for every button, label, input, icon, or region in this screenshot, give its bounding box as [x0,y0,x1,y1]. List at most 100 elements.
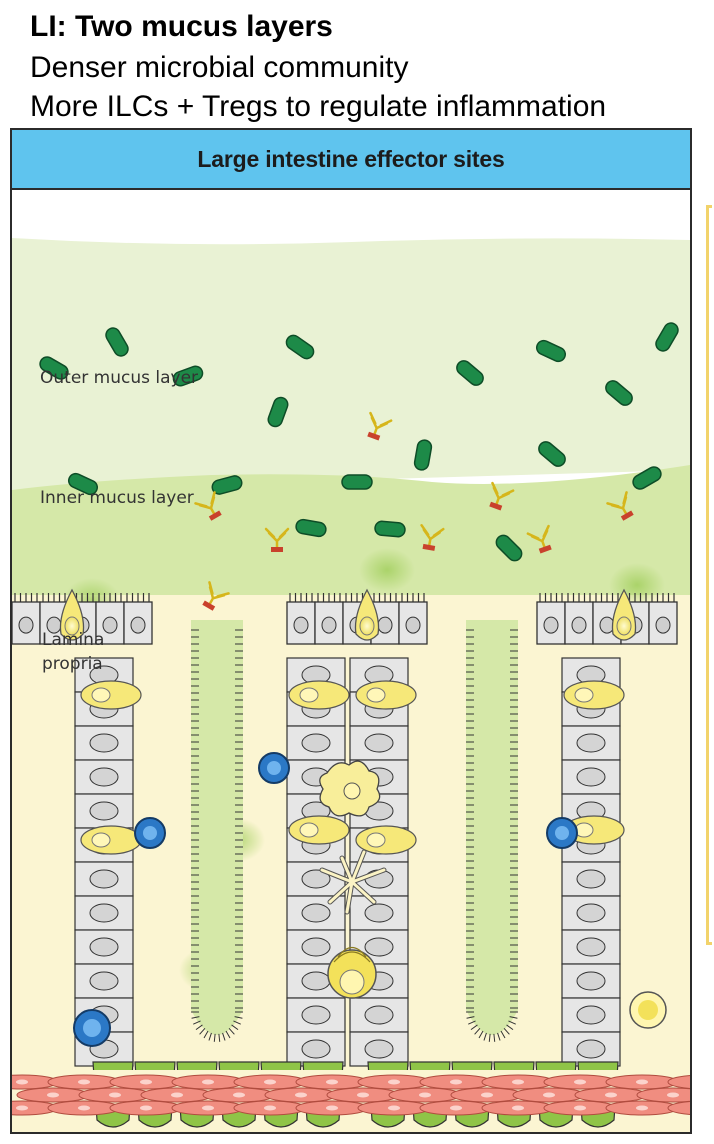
crypt-left-right-nucleus-8 [301,903,331,923]
goblet-nucleus-surface-2 [359,616,375,636]
crypt-right-left-nucleus-3 [364,733,394,753]
antibody-6 [606,491,634,521]
crypt-left-goblet-nucleus-4 [299,822,319,838]
muscle-nucleus-1-9 [512,1079,524,1085]
surface-mid-villi-5 [401,593,425,602]
antibody-1 [367,411,393,441]
crypt-right-goblet-nucleus-2 [574,687,594,703]
crypt-right-goblet-nucleus-3 [366,832,386,848]
crypt-right-right-nucleus-7 [576,869,606,889]
lymphocyte-nucleus-1 [267,761,281,775]
crypt-left-left-nucleus-4 [89,767,119,787]
muscle-nucleus-2-7 [419,1092,431,1098]
bacterium-1 [39,356,69,380]
muscle-nucleus-2-9 [543,1092,555,1098]
mucus-glow-2 [359,548,415,592]
surface-left-nucleus-4 [102,616,118,634]
antibody-group [194,411,634,611]
muscle-nucleus-2-8 [481,1092,493,1098]
crypt-left-left-nucleus-8 [89,903,119,923]
outer-mucus-layer [12,238,690,490]
crypt-right-right-nucleus-12 [576,1039,606,1059]
muscle-nucleus-3-10 [574,1105,586,1111]
muscle-nucleus-1-3 [140,1079,152,1085]
surface-mid-nucleus-5 [405,616,421,634]
crypt-left-right-nucleus-3 [301,733,331,753]
heading-line-3: More ILCs + Tregs to regulate inflammati… [30,90,607,123]
crypt-left-goblet-2 [288,680,350,710]
diagram-panel: Large intestine effector sites [10,128,692,1134]
bacterium-4 [285,334,315,360]
crypt-left-left-nucleus-3 [89,733,119,753]
bacteria-group [39,322,679,562]
bacterium-18 [495,534,523,562]
heading-line-1-text: Two mucus layers [66,10,333,43]
surface-left-nucleus-5 [130,616,146,634]
diagram-title: Large intestine effector sites [197,145,505,172]
muscle-nucleus-3-7 [388,1105,400,1111]
muscle-fiber-2-11 [636,1087,690,1103]
crypt-left-right-nucleus-10 [301,971,331,991]
crypt-left-right-nucleus-12 [301,1039,331,1059]
muscle-nucleus-3-4 [202,1105,214,1111]
heading-line-1: LI: Two mucus layers [30,11,333,43]
muscle-nucleus-2-1 [47,1092,59,1098]
surface-right-nucleus-1 [543,616,559,634]
surface-mid-villi-4 [373,593,397,602]
crypt-left-right-nucleus-7 [301,869,331,889]
muscle-nucleus-1-5 [264,1079,276,1085]
crypt-right-goblet-3 [355,825,417,855]
plasma-cell-nucleus [339,969,365,995]
muscle-nucleus-1-2 [78,1079,90,1085]
diagram-title-banner: Large intestine effector sites [12,130,690,190]
bacterium-8 [341,474,373,490]
side-bracket [706,205,712,945]
muscle-nucleus-3-3 [140,1105,152,1111]
surface-left-villi-2 [42,593,66,602]
crypt-left-left-nucleus-9 [89,937,119,957]
muscle-nucleus-2-3 [171,1092,183,1098]
surface-mid-nucleus-4 [377,616,393,634]
surface-mid-nucleus-2 [321,616,337,634]
bacterium-12 [605,380,633,406]
crypt-right-right-nucleus-3 [576,733,606,753]
surface-mid-villi-3 [345,593,369,602]
muscle-nucleus-1-11 [636,1079,648,1085]
antibody-8 [202,581,230,611]
muscle-nucleus-3-5 [264,1105,276,1111]
plasma-cell-er [333,946,371,963]
lamina-propria-cells [73,752,667,1047]
heading-bold-prefix: LI: [30,10,67,43]
inner-mucus-layer [12,465,690,610]
bacterium-3 [172,365,204,387]
macrophage-nucleus [343,782,361,800]
muscle-nucleus-2-6 [357,1092,369,1098]
crypt-left-lumen [191,620,243,1035]
muscle-nucleus-3-9 [512,1105,524,1111]
crypt-left-goblet-4 [288,815,350,845]
muscle-nucleus-1-10 [574,1079,586,1085]
bacterium-17 [374,520,406,538]
surface-right-nucleus-5 [655,616,671,634]
surface-right-nucleus-2 [571,616,587,634]
bacterium-14 [538,441,566,467]
surface-left-villi-1 [14,593,38,602]
lymphocyte-bottom-left-nucleus [83,1019,101,1037]
muscle-nucleus-1-8 [450,1079,462,1085]
muscle-nucleus-2-11 [667,1092,679,1098]
crypt-right-microvilli [466,629,518,1042]
antibody-7 [526,524,552,554]
crypt-right-goblet-2 [563,680,625,710]
crypt-left-left-nucleus-5 [89,801,119,821]
crypt-right-right-nucleus-4 [576,767,606,787]
crypt-right-right-nucleus-9 [576,937,606,957]
muscle-nucleus-3-6 [326,1105,338,1111]
crypt-left-right-nucleus-9 [301,937,331,957]
intestine-diagram [12,190,690,1132]
muscle-nucleus-1-1 [16,1079,28,1085]
crypt-left-goblet-1 [80,680,142,710]
lymphocyte-nucleus-2 [143,826,157,840]
crypt-right-goblet-1 [355,680,417,710]
bacterium-6 [67,472,99,496]
muscle-nucleus-2-5 [295,1092,307,1098]
